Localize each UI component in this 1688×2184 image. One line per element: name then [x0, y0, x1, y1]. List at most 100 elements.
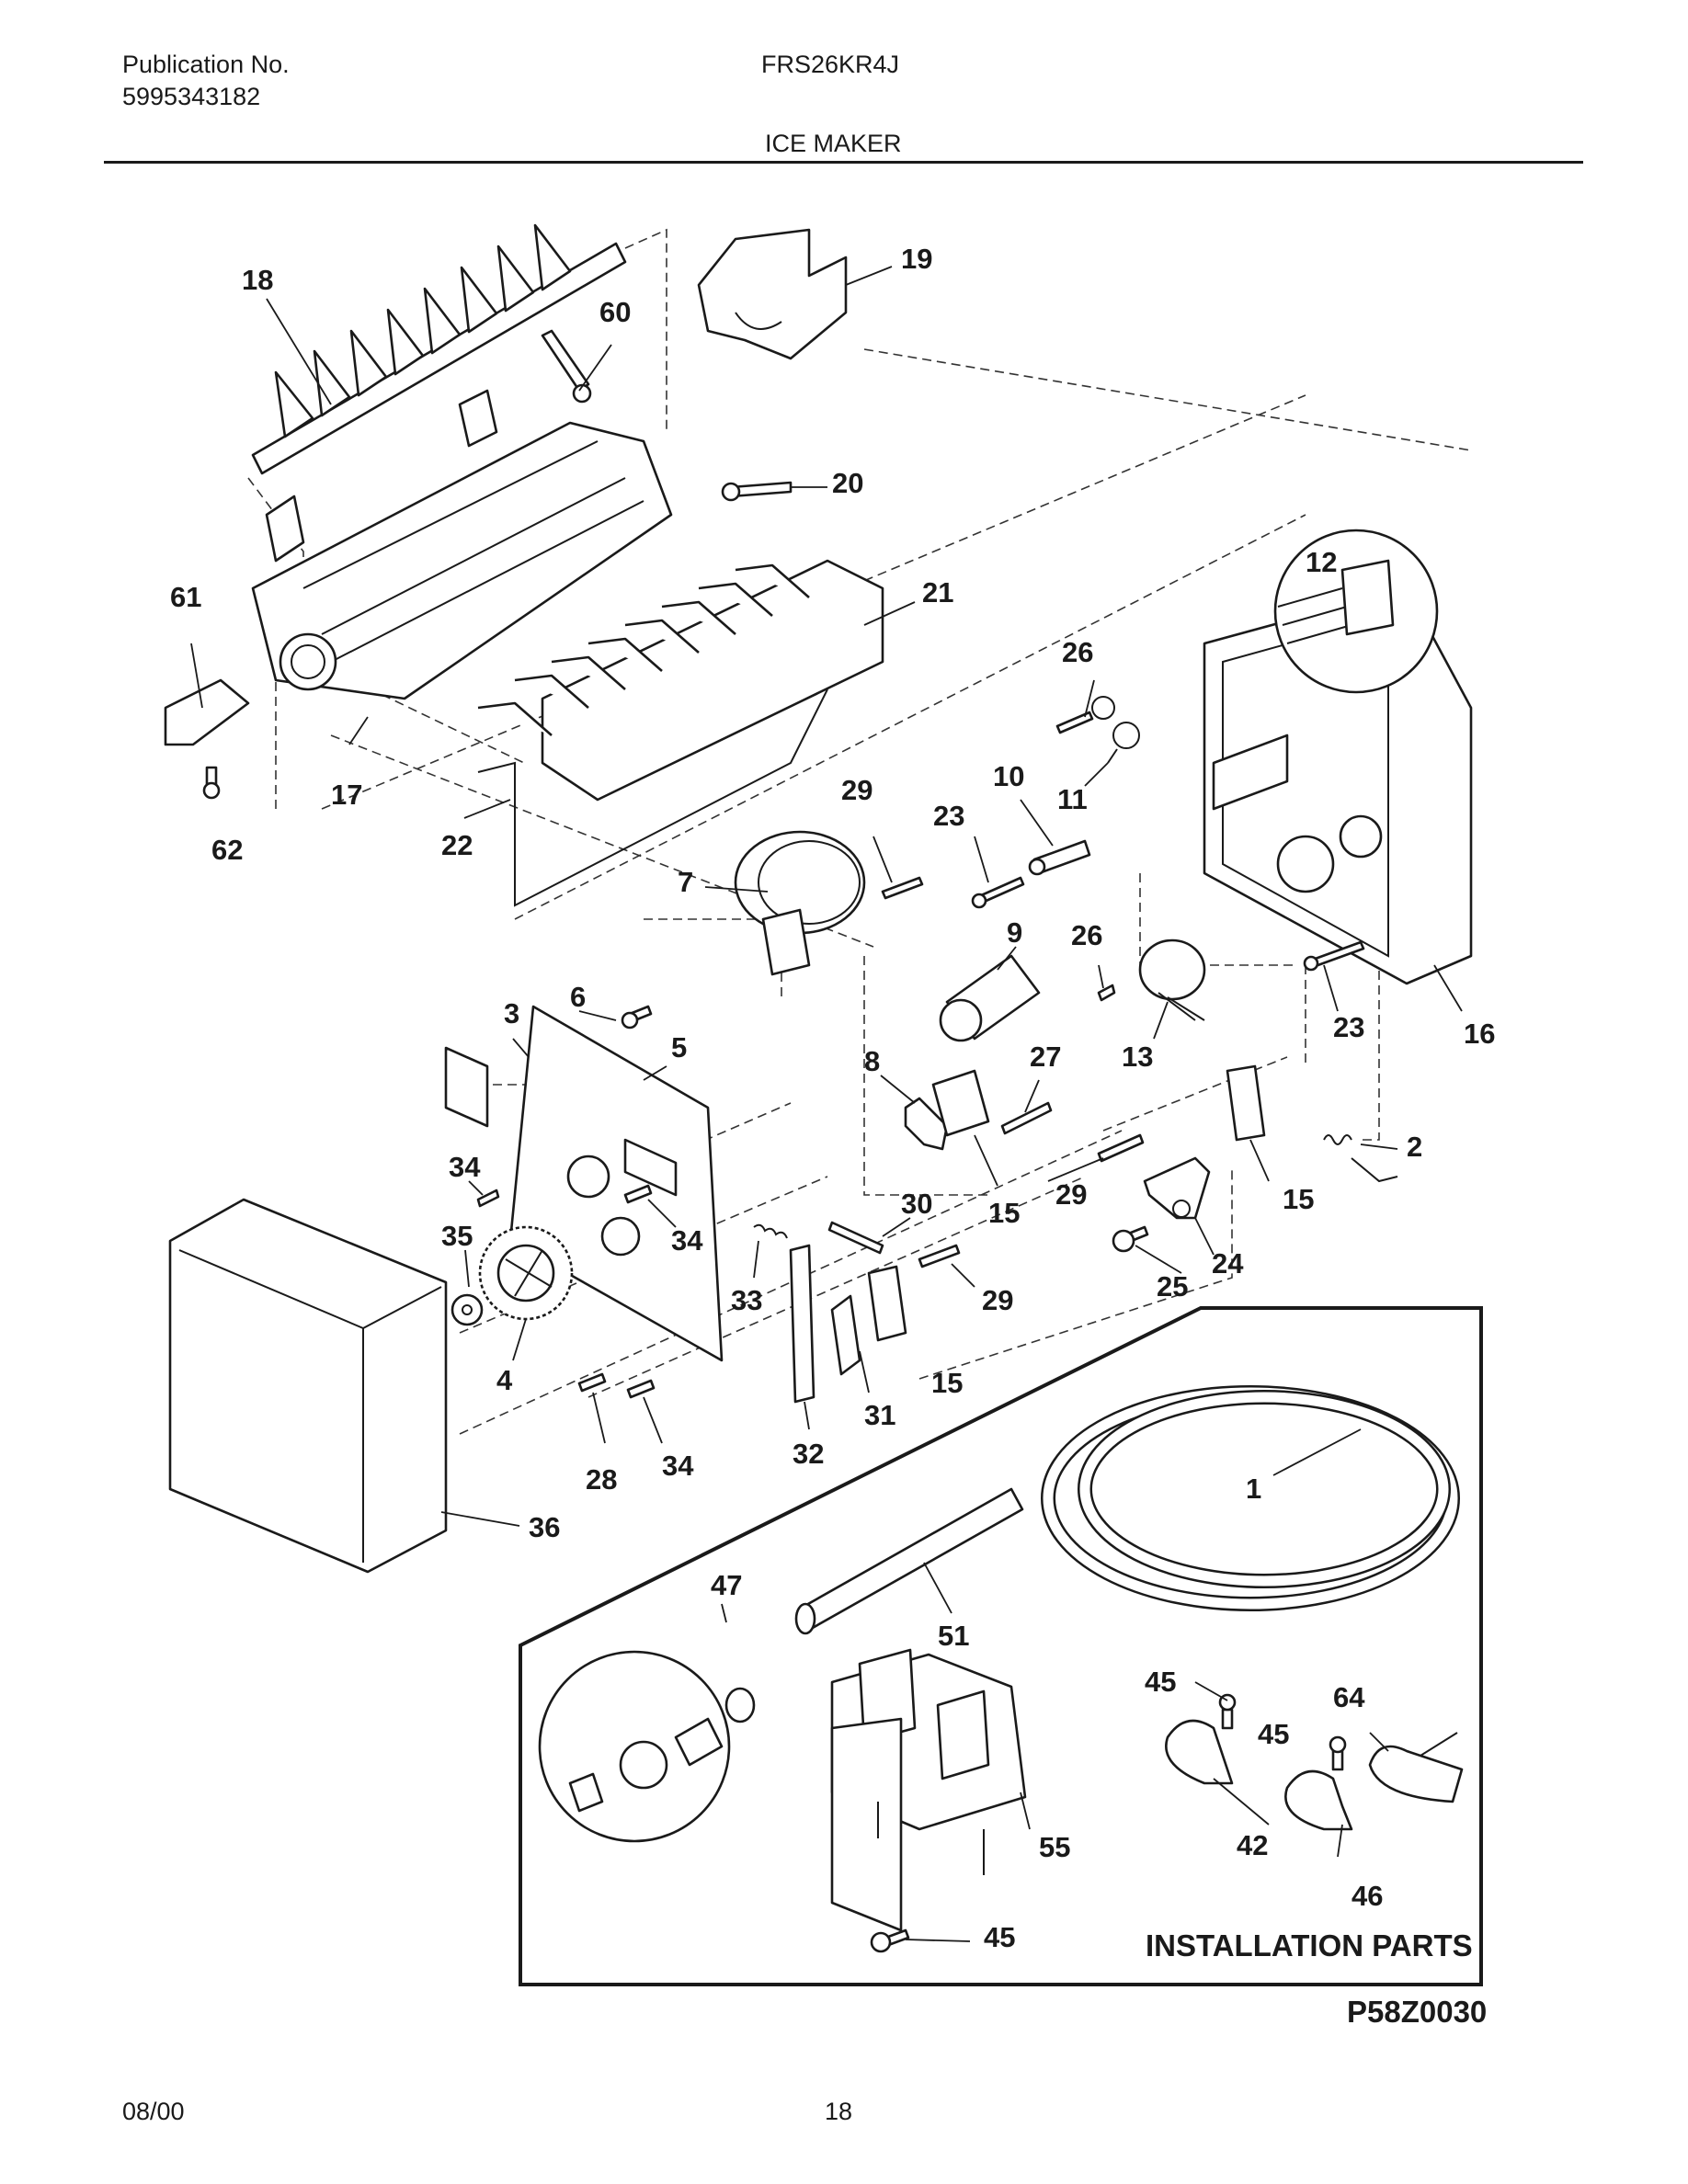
part-30-screw: [827, 1221, 884, 1255]
callout-22: 22: [441, 829, 473, 861]
part-10-bushing: [1028, 839, 1091, 876]
part-4-gear: [478, 1225, 574, 1321]
callout-29c: 29: [982, 1284, 1013, 1316]
section-title: ICE MAKER: [765, 130, 902, 157]
callout-47: 47: [711, 1569, 742, 1601]
installation-parts-box: [519, 1306, 1483, 1986]
publication-number: 5995343182: [122, 83, 261, 110]
callout-15a: 15: [988, 1197, 1020, 1229]
part-45-screw-c: [870, 1928, 910, 1953]
part-28-screw: [577, 1372, 607, 1393]
part-31-plate: [830, 1294, 861, 1376]
part-42-clamp: [1165, 1719, 1234, 1785]
part-15-switch-a: [931, 1069, 990, 1137]
part-3-insulation: [444, 1046, 489, 1128]
callout-34c: 34: [662, 1450, 694, 1482]
part-1-water-tubing: [1041, 1385, 1460, 1611]
callout-18: 18: [242, 264, 273, 296]
part-9-shaft: [939, 954, 1041, 1042]
callout-7: 7: [678, 866, 693, 898]
part-33-spring: [753, 1223, 788, 1239]
part-5-mounting-plate: [508, 1005, 724, 1362]
callout-2: 2: [1407, 1131, 1422, 1163]
callout-23b: 23: [1333, 1011, 1364, 1043]
part-22-feeler-arm: [477, 688, 828, 907]
callout-61: 61: [170, 581, 201, 613]
callout-1: 1: [1246, 1473, 1261, 1505]
part-23-screw-lower: [1303, 940, 1365, 972]
callout-10: 10: [993, 760, 1024, 792]
callout-26b: 26: [1071, 919, 1102, 951]
part-17-mold: [251, 389, 673, 700]
part-32-bar: [789, 1244, 815, 1404]
callout-36: 36: [529, 1511, 560, 1543]
part-27-screw: [1000, 1101, 1053, 1135]
diagram-code: P58Z0030: [1347, 1995, 1487, 2029]
part-34-screw-c: [626, 1379, 656, 1399]
part-45-screw-a: [1218, 1693, 1237, 1730]
callout-16: 16: [1464, 1018, 1495, 1050]
part-19-cover: [697, 228, 848, 360]
part-15-switch-b: [1226, 1064, 1266, 1142]
part-21-stripper: [477, 559, 884, 802]
callout-45c: 45: [984, 1921, 1015, 1953]
page-number: 18: [825, 2098, 853, 2125]
callout-35: 35: [441, 1220, 473, 1252]
callout-3: 3: [504, 997, 519, 1029]
callout-6: 6: [570, 981, 586, 1013]
callout-21: 21: [922, 576, 953, 609]
part-12-wire-harness-detail: [1273, 529, 1439, 694]
part-8-lever: [904, 1097, 949, 1151]
callout-29a: 29: [841, 774, 873, 806]
part-60-screw: [541, 329, 592, 404]
publication-label: Publication No.: [122, 51, 290, 78]
callout-8: 8: [864, 1045, 880, 1077]
part-29-screw-lower: [918, 1244, 961, 1268]
part-20-screw: [721, 481, 793, 502]
part-61-bracket: [164, 678, 250, 746]
part-46-clamp: [1284, 1769, 1353, 1831]
part-2-spring: [1323, 1134, 1398, 1183]
callout-31: 31: [864, 1399, 895, 1431]
callout-64: 64: [1333, 1681, 1365, 1713]
part-26-screw-lower: [1097, 984, 1116, 1002]
callout-4: 4: [496, 1364, 513, 1396]
callout-24: 24: [1212, 1247, 1244, 1280]
callout-leader-lines: [190, 266, 1463, 1942]
part-6-screw: [621, 1005, 653, 1029]
callout-30: 30: [901, 1188, 932, 1220]
model-number: FRS26KR4J: [761, 51, 900, 78]
callout-19: 19: [901, 243, 932, 275]
part-26-screw: [1055, 711, 1094, 734]
callout-13: 13: [1122, 1041, 1153, 1073]
part-51-fill-tube: [794, 1487, 1024, 1635]
part-13-thermostat: [1138, 938, 1206, 1021]
callout-34a: 34: [449, 1151, 481, 1183]
callout-15c: 15: [931, 1367, 963, 1399]
part-7-motor: [734, 830, 866, 976]
part-36-front-cover: [168, 1198, 448, 1574]
part-11-clips: [1091, 696, 1140, 764]
callout-11: 11: [1057, 783, 1088, 815]
callout-labels: 18 60 19 20 21 61 17 62 22 12 26 10 11 2…: [170, 243, 1495, 2029]
callout-5: 5: [671, 1031, 687, 1064]
part-47-fitting-detail: [538, 1650, 756, 1843]
header-rule: [104, 161, 1583, 164]
part-29-screw-mid: [1097, 1133, 1145, 1163]
callout-17: 17: [331, 779, 362, 811]
callout-26a: 26: [1062, 636, 1093, 668]
callout-23a: 23: [933, 800, 964, 832]
callout-55: 55: [1039, 1831, 1070, 1863]
callout-62: 62: [211, 834, 243, 866]
part-23-screw-upper: [971, 876, 1025, 909]
footer-date: 08/00: [122, 2098, 185, 2125]
callout-33: 33: [731, 1284, 762, 1316]
part-35-washer: [451, 1293, 484, 1326]
part-62-screw: [202, 766, 221, 800]
callout-60: 60: [599, 296, 631, 328]
callout-15b: 15: [1283, 1183, 1314, 1215]
part-64-clamp: [1368, 1732, 1464, 1803]
callout-27: 27: [1030, 1041, 1061, 1073]
part-25-screw: [1112, 1225, 1149, 1253]
